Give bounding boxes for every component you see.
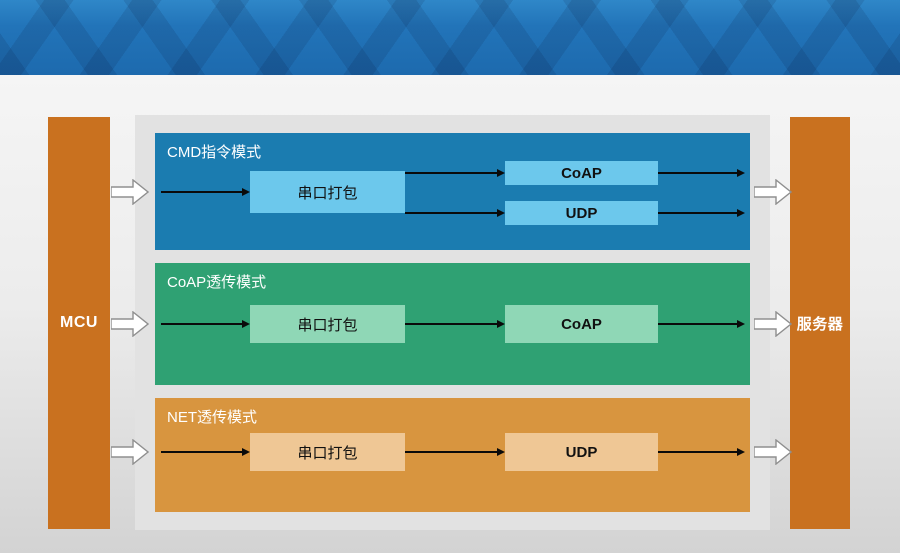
arrow-in-coap: [161, 320, 250, 328]
mode-band-coap: CoAP透传模式 串口打包 CoAP: [155, 263, 750, 385]
top-banner: [0, 0, 900, 75]
mcu-label: MCU: [60, 314, 98, 331]
arrow-coap-out: [658, 169, 745, 177]
protocol-box-coap-cmd: CoAP: [505, 161, 658, 185]
mcu-bar: MCU: [48, 117, 110, 529]
panel-to-server-arrow-3: [754, 439, 792, 465]
band-cmd-title: CMD指令模式: [167, 144, 262, 161]
panel-to-server-arrow-1: [754, 179, 792, 205]
protocol-box-udp-cmd: UDP: [505, 201, 658, 225]
arrow-udp-out2: [658, 448, 745, 456]
mcu-to-panel-arrow-3: [111, 439, 149, 465]
panel-to-server-arrow-2: [754, 311, 792, 337]
mode-band-net: NET透传模式 串口打包 UDP: [155, 398, 750, 512]
band-net-title: NET透传模式: [167, 409, 258, 426]
arrow-in-cmd: [161, 188, 250, 196]
arrow-coap-out2: [658, 320, 745, 328]
serial-pack-box-cmd: 串口打包: [250, 171, 405, 213]
arrow-pack-to-udp: [405, 209, 505, 217]
arrow-pack-to-coap: [405, 169, 505, 177]
mcu-to-panel-arrow-1: [111, 179, 149, 205]
arrow-in-net: [161, 448, 250, 456]
protocol-box-udp: UDP: [505, 433, 658, 471]
mcu-to-panel-arrow-2: [111, 311, 149, 337]
band-coap-title: CoAP透传模式: [167, 274, 267, 291]
diagram-panel: CMD指令模式 串口打包 CoAP UDP CoAP透传模式 串口打包 CoAP…: [135, 115, 770, 530]
serial-pack-box-coap: 串口打包: [250, 305, 405, 343]
server-bar: 服务器: [790, 117, 850, 529]
serial-pack-box-net: 串口打包: [250, 433, 405, 471]
server-label: 服务器: [796, 315, 844, 333]
mode-band-cmd: CMD指令模式 串口打包 CoAP UDP: [155, 133, 750, 250]
protocol-box-coap: CoAP: [505, 305, 658, 343]
arrow-pack-to-coap2: [405, 320, 505, 328]
arrow-udp-out: [658, 209, 745, 217]
arrow-pack-to-udp2: [405, 448, 505, 456]
